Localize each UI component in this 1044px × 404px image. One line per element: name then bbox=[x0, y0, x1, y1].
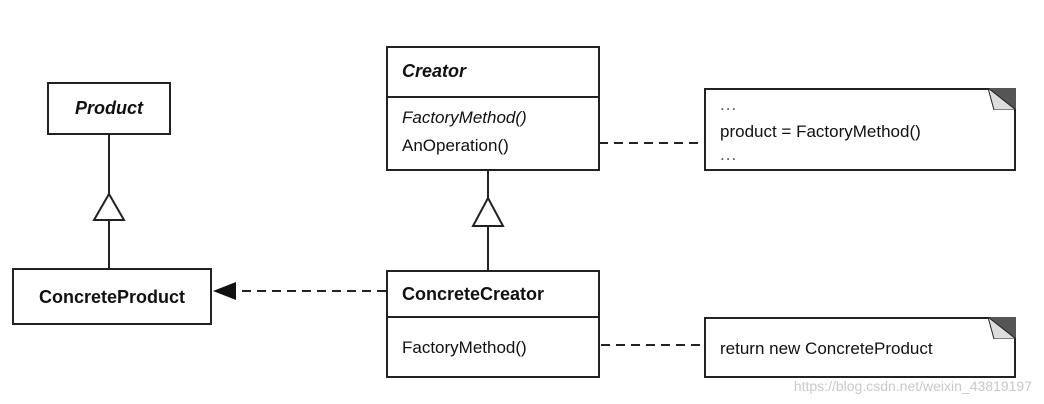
watermark: https://blog.csdn.net/weixin_43819197 bbox=[793, 378, 1032, 394]
creator-generalization-arrowhead bbox=[471, 195, 505, 227]
note-anoperation-line-3: ... bbox=[720, 145, 738, 164]
dependency-arrowhead bbox=[213, 282, 236, 300]
class-concretecreator-name: ConcreteCreator bbox=[402, 284, 545, 304]
class-creator-header: Creator bbox=[388, 48, 598, 98]
class-creator-name: Creator bbox=[402, 61, 467, 81]
creator-operation-anoperation: AnOperation() bbox=[402, 136, 509, 155]
class-concreteproduct-name: ConcreteProduct bbox=[38, 287, 186, 307]
class-concretecreator-header: ConcreteCreator bbox=[388, 272, 598, 318]
note-factorymethod-line-1: return new ConcreteProduct bbox=[720, 339, 933, 358]
creator-operation-factorymethod: FactoryMethod() bbox=[402, 108, 527, 127]
note-anoperation: ... product = FactoryMethod() ... bbox=[704, 88, 1016, 171]
class-product: Product bbox=[47, 82, 171, 135]
concretecreator-operation-factorymethod: FactoryMethod() bbox=[402, 338, 527, 357]
note-fold-corner-icon bbox=[988, 317, 1016, 339]
class-product-name: Product bbox=[74, 98, 143, 118]
product-generalization-arrowhead bbox=[92, 191, 126, 221]
note-anoperation-line-1: ... bbox=[720, 95, 738, 114]
note-factorymethod: return new ConcreteProduct bbox=[704, 317, 1016, 378]
note-fold-corner-icon bbox=[988, 88, 1016, 110]
class-concrete-product: ConcreteProduct bbox=[12, 268, 212, 325]
note-anoperation-line-2: product = FactoryMethod() bbox=[720, 122, 921, 141]
class-concrete-creator: ConcreteCreator FactoryMethod() bbox=[386, 270, 600, 378]
class-creator: Creator FactoryMethod() AnOperation() bbox=[386, 46, 600, 171]
